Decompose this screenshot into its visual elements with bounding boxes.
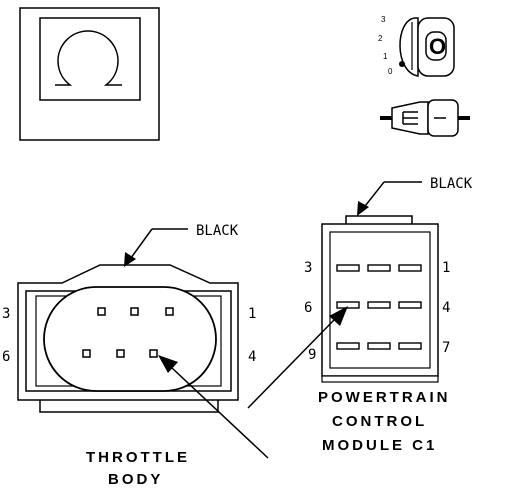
throttle-black-label: BLACK [196,223,239,239]
throttle-pin-pointer [158,355,269,459]
pcm-pin-label-9: 9 [308,347,316,363]
pcm-title-3: MODULE C1 [322,437,437,454]
key-letter: O [429,34,447,59]
key-icon: 3 2 1 0 [378,15,455,77]
pcm-title-2: CONTROL [332,413,427,430]
legend-box [19,7,160,141]
throttle-body-connector: 3 6 1 4 [2,264,256,413]
key-label-0: 0 [388,67,393,76]
omega-icon [55,30,122,86]
tb-pin-label-4: 4 [248,349,256,365]
pcm-title-1: POWERTRAIN [318,389,451,406]
pcm-black-callout: BLACK [357,176,473,216]
key-label-3: 3 [381,15,386,24]
pcm-black-label: BLACK [430,176,473,192]
pcm-pin-label-3: 3 [304,260,312,276]
tb-pin-label-3: 3 [2,306,10,322]
pcm-pin-label-4: 4 [442,300,450,316]
throttle-body-title-2: BODY [108,471,163,488]
pcm-pin-pointer [247,306,348,409]
tb-pin-label-6: 6 [2,349,10,365]
throttle-black-callout: BLACK [124,223,239,267]
pcm-pin-label-1: 1 [442,260,450,276]
tb-pin-label-1: 1 [248,306,256,322]
connector-pair-icon [380,99,470,137]
pcm-pin-label-6: 6 [304,300,312,316]
key-label-2: 2 [378,34,383,43]
pcm-connector: 3 6 9 1 4 7 [304,215,450,383]
pcm-pin-label-7: 7 [442,340,450,356]
key-label-1: 1 [383,52,388,61]
throttle-body-title-1: THROTTLE [86,449,190,466]
